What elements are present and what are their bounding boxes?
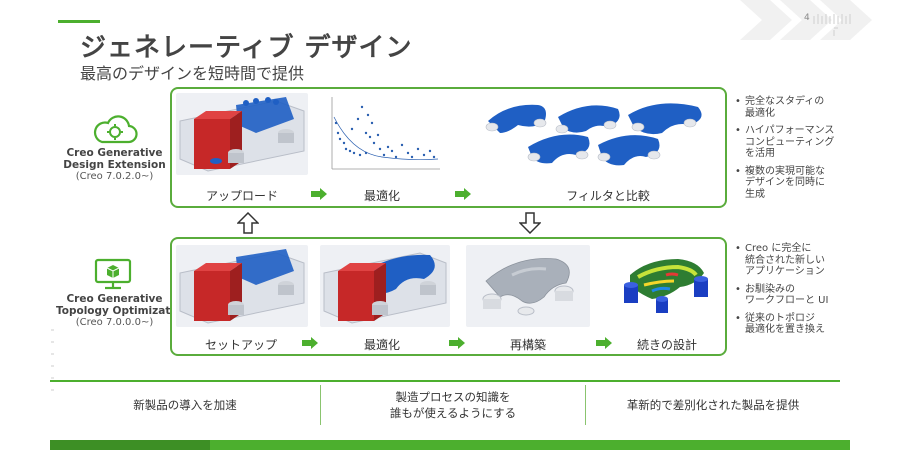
page-title: ジェネレーティブ デザイン [80,33,413,63]
arrow-right-icon [455,188,471,200]
step-optimize-to: 最適化 [363,338,400,352]
benefits-top-rule [50,380,840,382]
benefit-accelerate-npi: 新製品の導入を加速 [133,398,237,412]
step-upload: アップロード [205,189,278,203]
bullet-item: 完全なスタディの 最適化 [735,96,865,119]
arrow-up-icon [237,212,259,234]
left-dot-guide [51,329,54,391]
product-version-gde: (Creo 7.0.2.0~) [75,171,154,182]
footer-bar-accent [50,440,210,450]
bullet-item: ハイパフォーマンス コンピューティング を活用 [735,125,865,160]
product-name-to: Creo Generative Topology Optimization [56,293,189,317]
arrow-right-icon [302,337,318,349]
rebuild-thumbnail [466,245,590,327]
optimization-scatter-thumbnail [322,93,442,175]
continue-design-thumbnail [608,245,720,327]
page-subtitle: 最高のデザインを短時間で提供 [80,64,305,83]
step-rebuild: 再構築 [509,338,546,352]
title-accent-bar [58,20,100,23]
arrow-right-icon [311,188,327,200]
setup-thumbnail [176,245,308,327]
benefit-democratize-knowledge: 製造プロセスの知識を 誰もが使えるようにする [389,390,517,420]
step-filter-compare: フィルタと比較 [566,189,650,203]
bullet-item: 複数の実現可能な デザインを同時に 生成 [735,166,865,201]
filter-compare-thumbnail [478,93,718,175]
monitor-cube-icon [94,258,132,290]
upload-thumbnail [176,93,308,175]
benefit-innovative-products: 革新的で差別化された製品を提供 [626,398,800,412]
step-optimize: 最適化 [363,189,400,203]
chevron-decoration [740,0,872,40]
bullets-topology: Creo に完全に 統合された新しい アプリケーション お馴染みの ワークフロー… [735,243,865,342]
arrow-right-icon [449,337,465,349]
cloud-gear-icon [93,115,138,144]
product-name-gde: Creo Generative Design Extension [63,147,166,171]
footer-bar [50,440,850,450]
product-version-to: (Creo 7.0.0.0~) [75,317,154,328]
step-setup: セットアップ [204,338,277,352]
benefit-divider [585,385,586,425]
optimize-thumbnail [320,245,450,327]
page-number: 4 [804,13,810,23]
bullet-item: Creo に完全に 統合された新しい アプリケーション [735,243,865,278]
bullet-item: 従来のトポロジ 最適化を置き換え [735,313,865,336]
step-continue-design: 続きの設計 [636,338,697,352]
arrow-right-icon [596,337,612,349]
arrow-down-icon [519,212,541,234]
bullets-generative: 完全なスタディの 最適化 ハイパフォーマンス コンピューティング を活用 複数の… [735,96,865,206]
benefit-divider [320,385,321,425]
bullet-item: お馴染みの ワークフローと UI [735,284,865,307]
